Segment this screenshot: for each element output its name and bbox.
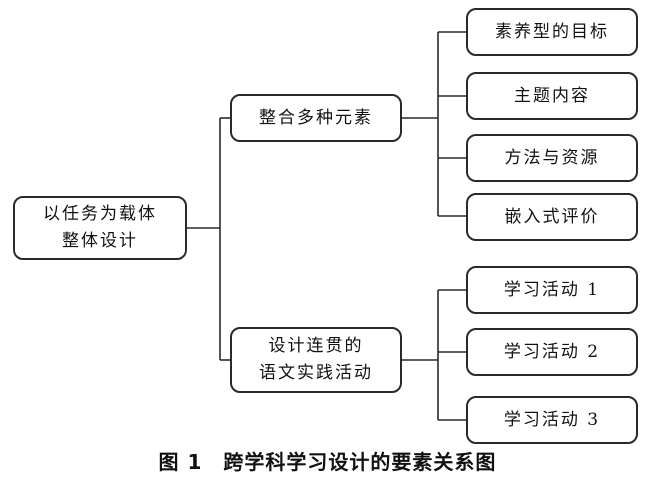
branch-b-child-label: 学习活动 2 <box>503 341 601 362</box>
branch-b-line-1: 设计连贯的 <box>268 336 364 356</box>
root-node: 以任务为载体 整体设计 <box>13 196 187 260</box>
branch-b-child-activity-3: 学习活动 3 <box>466 396 638 444</box>
branch-b-line-2: 语文实践活动 <box>259 363 373 383</box>
branch-b-child-activity-1: 学习活动 1 <box>466 266 638 314</box>
branch-a-label: 整合多种元素 <box>259 107 373 128</box>
branch-b-child-label: 学习活动 1 <box>503 279 601 300</box>
branch-b-child-label: 学习活动 3 <box>503 409 601 430</box>
branch-a-child-label: 方法与资源 <box>504 147 600 168</box>
branch-a-child-methods: 方法与资源 <box>466 134 638 182</box>
branch-a-child-label: 主题内容 <box>514 85 590 106</box>
branch-a-child-goals: 素养型的目标 <box>466 8 638 56</box>
root-node-line-1: 以任务为载体 <box>43 204 157 224</box>
branch-a-child-assessment: 嵌入式评价 <box>466 193 638 241</box>
branch-a-child-label: 嵌入式评价 <box>504 206 600 227</box>
root-node-line-2: 整体设计 <box>62 231 138 251</box>
branch-b-child-activity-2: 学习活动 2 <box>466 328 638 376</box>
figure-caption: 图 1 跨学科学习设计的要素关系图 <box>158 450 497 474</box>
branch-b-node: 设计连贯的 语文实践活动 <box>230 327 402 393</box>
branch-a-child-content: 主题内容 <box>466 72 638 120</box>
branch-a-node: 整合多种元素 <box>230 94 402 142</box>
branch-a-child-label: 素养型的目标 <box>495 21 609 42</box>
